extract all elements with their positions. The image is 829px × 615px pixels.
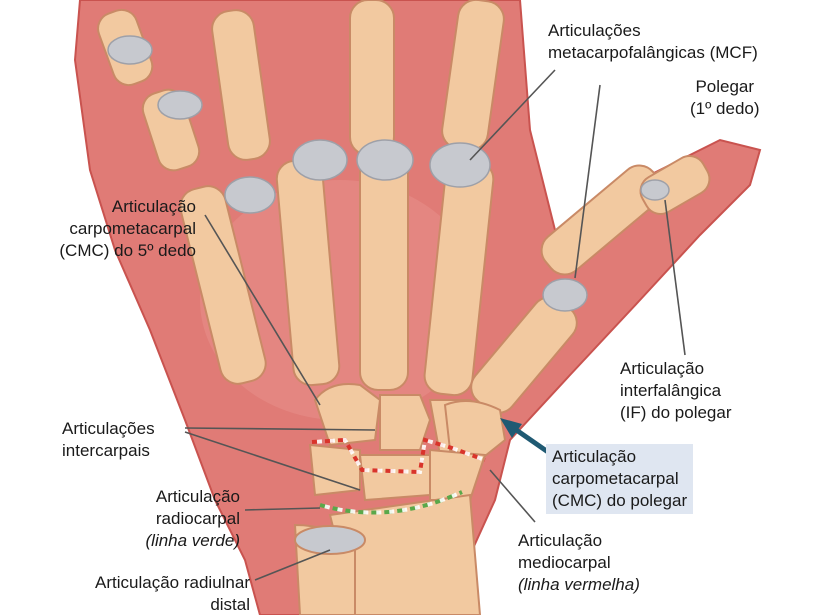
metacarpal-3 <box>360 155 408 390</box>
label-cmc-thumb-line2: carpometacarpal <box>552 468 687 490</box>
label-cmc5-line2: carpometacarpal <box>6 218 196 240</box>
label-radioulnar-line1: Articulação radiulnar <box>20 572 250 594</box>
label-cmc5-line3: (CMC) do 5º dedo <box>6 240 196 262</box>
label-radiocarpal-line1: Articulação <box>80 486 240 508</box>
label-midcarpal-line1: Articulação <box>518 530 640 552</box>
label-cmc-thumb-line3: (CMC) do polegar <box>552 490 687 512</box>
label-if-line3: (IF) do polegar <box>620 402 732 424</box>
cartilage-3 <box>225 177 275 213</box>
label-mcf-line1: Articulações <box>548 20 758 42</box>
label-if-line1: Articulação <box>620 358 732 380</box>
label-midcarpal-line2: mediocarpal <box>518 552 640 574</box>
middle-finger-phalanx <box>350 0 394 155</box>
cartilage-8 <box>641 180 669 200</box>
label-radiocarpal-line2: radiocarpal <box>80 508 240 530</box>
label-thumb-line2: (1º dedo) <box>690 98 760 120</box>
label-mcf-line2: metacarpofalângicas (MCF) <box>548 42 758 64</box>
label-thumb: Polegar (1º dedo) <box>690 76 760 120</box>
label-mcf: Articulações metacarpofalângicas (MCF) <box>548 20 758 64</box>
cartilage-6 <box>430 143 490 187</box>
label-cmc5: Articulação carpometacarpal (CMC) do 5º … <box>6 196 196 262</box>
capitate <box>380 395 430 450</box>
cartilage-4 <box>293 140 347 180</box>
label-cmc5-line1: Articulação <box>6 196 196 218</box>
label-thumb-line1: Polegar <box>690 76 760 98</box>
ulna-head-cartilage <box>295 526 365 554</box>
label-radiocarpal: Articulação radiocarpal (linha verde) <box>80 486 240 552</box>
cartilage-2 <box>158 91 202 119</box>
label-intercarpal-line2: intercarpais <box>62 440 155 462</box>
label-if-thumb: Articulação interfalângica (IF) do poleg… <box>620 358 732 424</box>
label-if-line2: interfalângica <box>620 380 732 402</box>
label-intercarpal: Articulações intercarpais <box>62 418 155 462</box>
label-cmc-thumb: Articulação carpometacarpal (CMC) do pol… <box>546 444 693 514</box>
cartilage-1 <box>108 36 152 64</box>
label-radioulnar: Articulação radiulnar distal <box>20 572 250 615</box>
label-intercarpal-line1: Articulações <box>62 418 155 440</box>
lunate <box>360 455 430 500</box>
label-midcarpal-line3: (linha vermelha) <box>518 574 640 596</box>
cartilage-7 <box>543 279 587 311</box>
cartilage-5 <box>357 140 413 180</box>
label-cmc-thumb-line1: Articulação <box>552 446 687 468</box>
label-radioulnar-line2: distal <box>20 594 250 615</box>
label-midcarpal: Articulação mediocarpal (linha vermelha) <box>518 530 640 596</box>
label-radiocarpal-line3: (linha verde) <box>80 530 240 552</box>
